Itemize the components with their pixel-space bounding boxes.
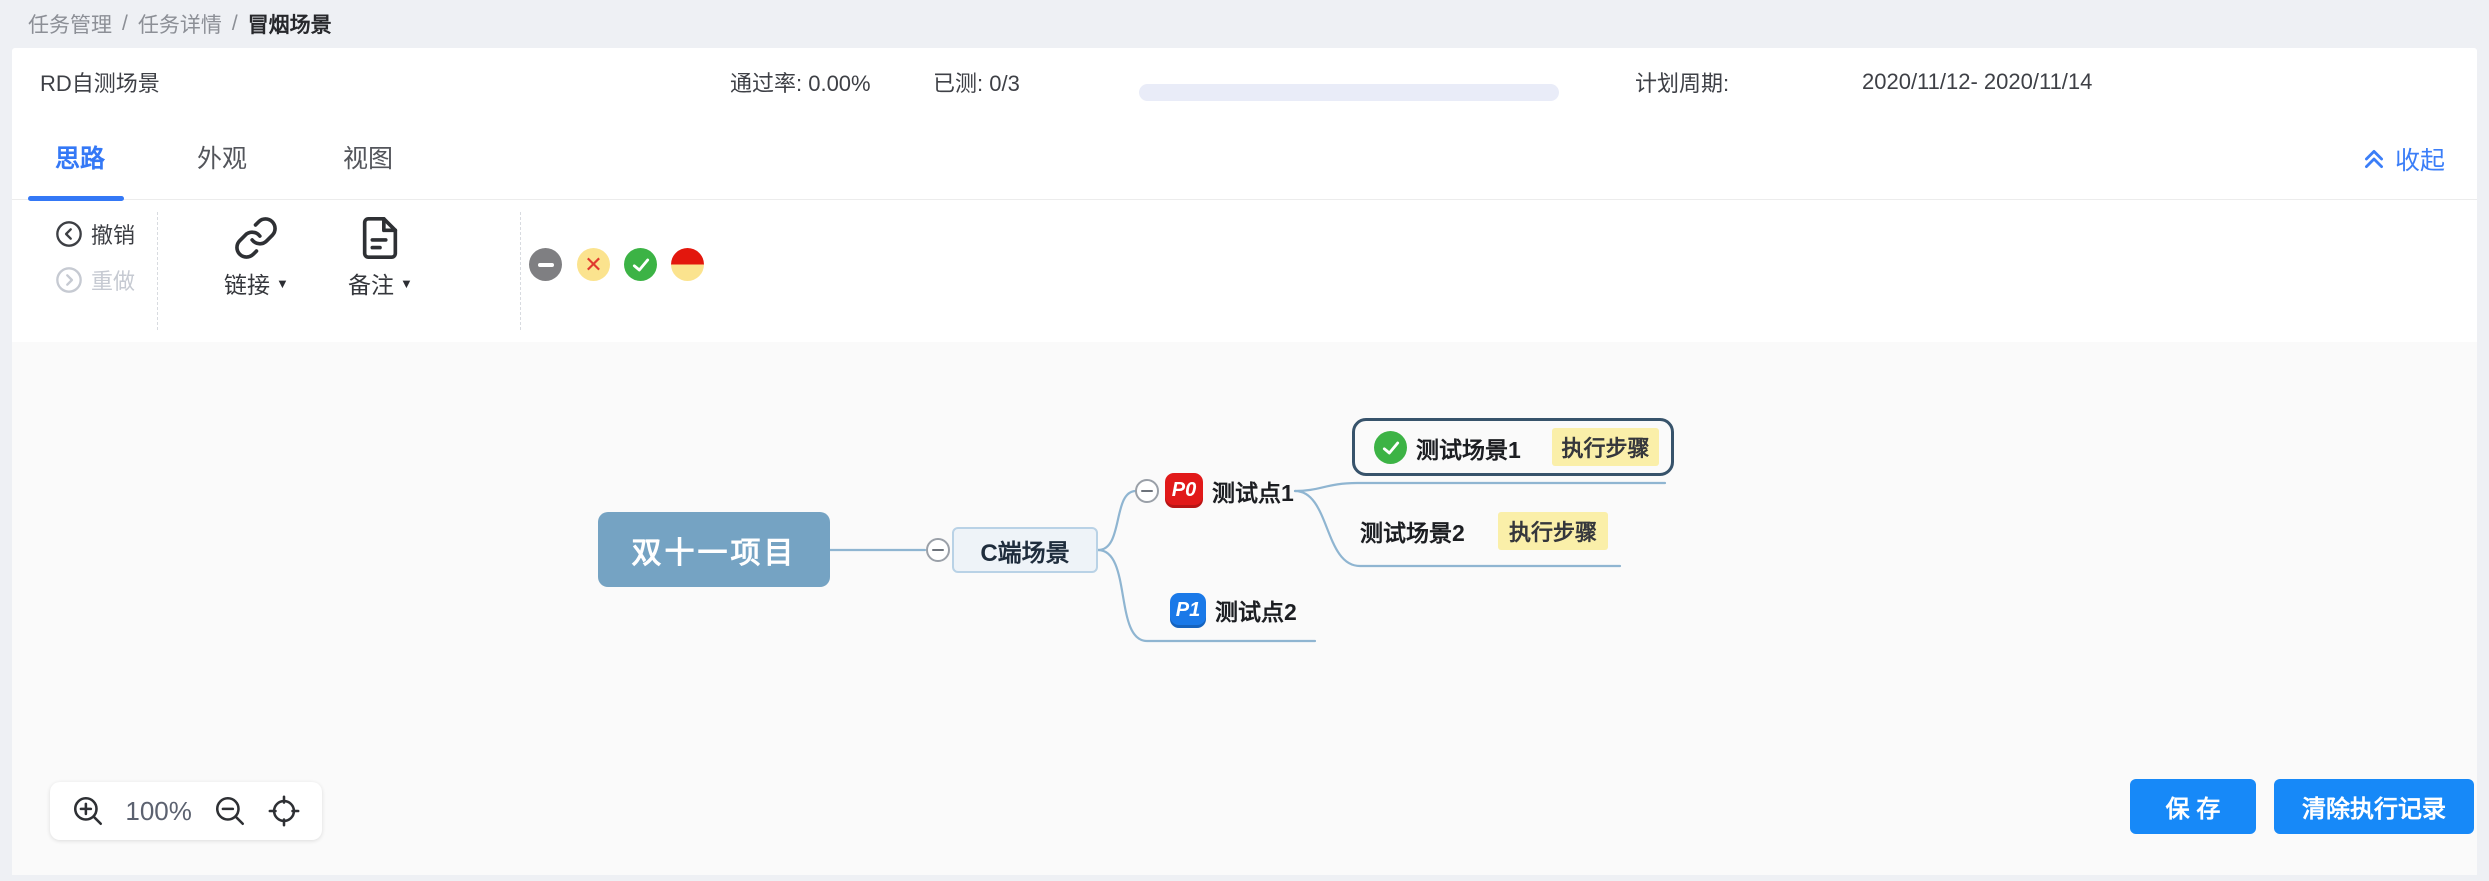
mindmap-canvas[interactable]: 双十一项目 C端场景 P0 测试点1 P1 测试点2 测试场景1 执行步骤 测试…	[12, 342, 2477, 875]
collapse-panel-button[interactable]: 收起	[2361, 141, 2445, 177]
x-glyph: ✕	[584, 251, 603, 277]
zoom-in-button[interactable]	[71, 794, 105, 828]
mindmap-toolbar: 撤销 重做 链接 ▼ 备注 ▼ ✕	[12, 200, 2477, 342]
mindmap-root-node[interactable]: 双十一项目	[598, 512, 830, 587]
note-dropdown[interactable]: 备注 ▼	[348, 210, 413, 300]
link-icon	[235, 217, 278, 259]
collapse-toggle-icon[interactable]	[1135, 479, 1159, 503]
toolbar-separator	[520, 212, 521, 330]
zoom-out-icon	[215, 796, 244, 826]
mindmap-node-scenario1-label[interactable]: 测试场景1	[1416, 437, 1521, 463]
tab-view[interactable]: 视图	[343, 145, 394, 173]
status-failed-yellow-x-icon[interactable]: ✕	[577, 248, 610, 281]
active-tab-indicator	[28, 196, 124, 201]
breadcrumb-item-task-detail[interactable]: 任务详情	[137, 14, 222, 37]
collapse-toggle-icon[interactable]	[926, 538, 950, 562]
priority-p1-badge: P1	[1170, 593, 1206, 628]
breadcrumb: 任务管理 / 任务详情 / 冒烟场景	[0, 0, 2489, 48]
undo-button[interactable]: 撤销	[55, 218, 135, 250]
note-label: 备注	[348, 272, 394, 298]
passed-check-icon	[1374, 431, 1407, 464]
mindmap-group-node[interactable]: C端场景	[952, 527, 1098, 573]
execute-steps-badge[interactable]: 执行步骤	[1498, 512, 1608, 550]
crosshair-icon	[268, 795, 300, 827]
status-partial-red-yellow-icon[interactable]	[671, 248, 704, 281]
toolbar-separator	[157, 212, 158, 330]
breadcrumb-item-smoke-scene: 冒烟场景	[247, 14, 332, 37]
link-label: 链接	[224, 272, 270, 298]
main-card: RD自测场景 通过率: 0.00% 已测: 0/3 计划周期: 2020/11/…	[12, 48, 2477, 875]
execute-steps-badge[interactable]: 执行步骤	[1552, 428, 1659, 466]
caret-down-icon: ▼	[276, 275, 289, 291]
link-dropdown[interactable]: 链接 ▼	[224, 210, 289, 300]
undo-icon	[56, 221, 82, 247]
pass-rate: 通过率: 0.00%	[730, 70, 871, 96]
breadcrumb-separator: /	[231, 12, 238, 35]
progress-bar	[1139, 84, 1559, 101]
tab-bar: 思路 外观 视图 收起	[12, 115, 2477, 201]
breadcrumb-item-task-management[interactable]: 任务管理	[28, 14, 112, 37]
tab-idea[interactable]: 思路	[55, 145, 106, 173]
plan-period-label: 计划周期:	[1635, 70, 1730, 96]
plan-period-value: 2020/11/12- 2020/11/14	[1862, 68, 2093, 94]
collapse-label: 收起	[2394, 147, 2445, 175]
breadcrumb-separator: /	[122, 12, 128, 35]
redo-icon	[56, 267, 82, 293]
mindmap-node-scenario2-label[interactable]: 测试场景2	[1360, 520, 1465, 546]
redo-button[interactable]: 重做	[55, 264, 135, 296]
mindmap-node-testpoint1[interactable]: 测试点1	[1212, 480, 1294, 506]
save-button[interactable]: 保 存	[2130, 779, 2256, 834]
locate-center-button[interactable]	[267, 794, 301, 828]
zoom-level-value: 100%	[125, 795, 192, 826]
mindmap-node-testpoint2[interactable]: 测试点2	[1215, 599, 1297, 625]
note-icon	[363, 217, 398, 259]
priority-p0-badge: P0	[1165, 473, 1203, 508]
zoom-out-button[interactable]	[213, 794, 247, 828]
canvas-zoom-controls: 100%	[50, 782, 322, 840]
double-chevron-up-icon	[2364, 150, 2383, 168]
mindmap-connectors	[828, 481, 1667, 643]
status-blocked-gray-minus-icon[interactable]	[529, 248, 562, 281]
undo-label: 撤销	[91, 223, 136, 248]
tested-count: 已测: 0/3	[933, 70, 1020, 96]
scene-header: RD自测场景 通过率: 0.00% 已测: 0/3 计划周期: 2020/11/…	[12, 48, 2477, 115]
tab-appearance[interactable]: 外观	[197, 145, 248, 173]
status-passed-green-check-icon[interactable]	[624, 248, 657, 281]
caret-down-icon: ▼	[400, 275, 413, 291]
clear-execution-records-button[interactable]: 清除执行记录	[2274, 779, 2474, 834]
scene-title: RD自测场景	[40, 70, 160, 96]
zoom-in-icon	[73, 796, 102, 826]
redo-label: 重做	[91, 269, 136, 294]
check-glyph	[632, 258, 649, 271]
